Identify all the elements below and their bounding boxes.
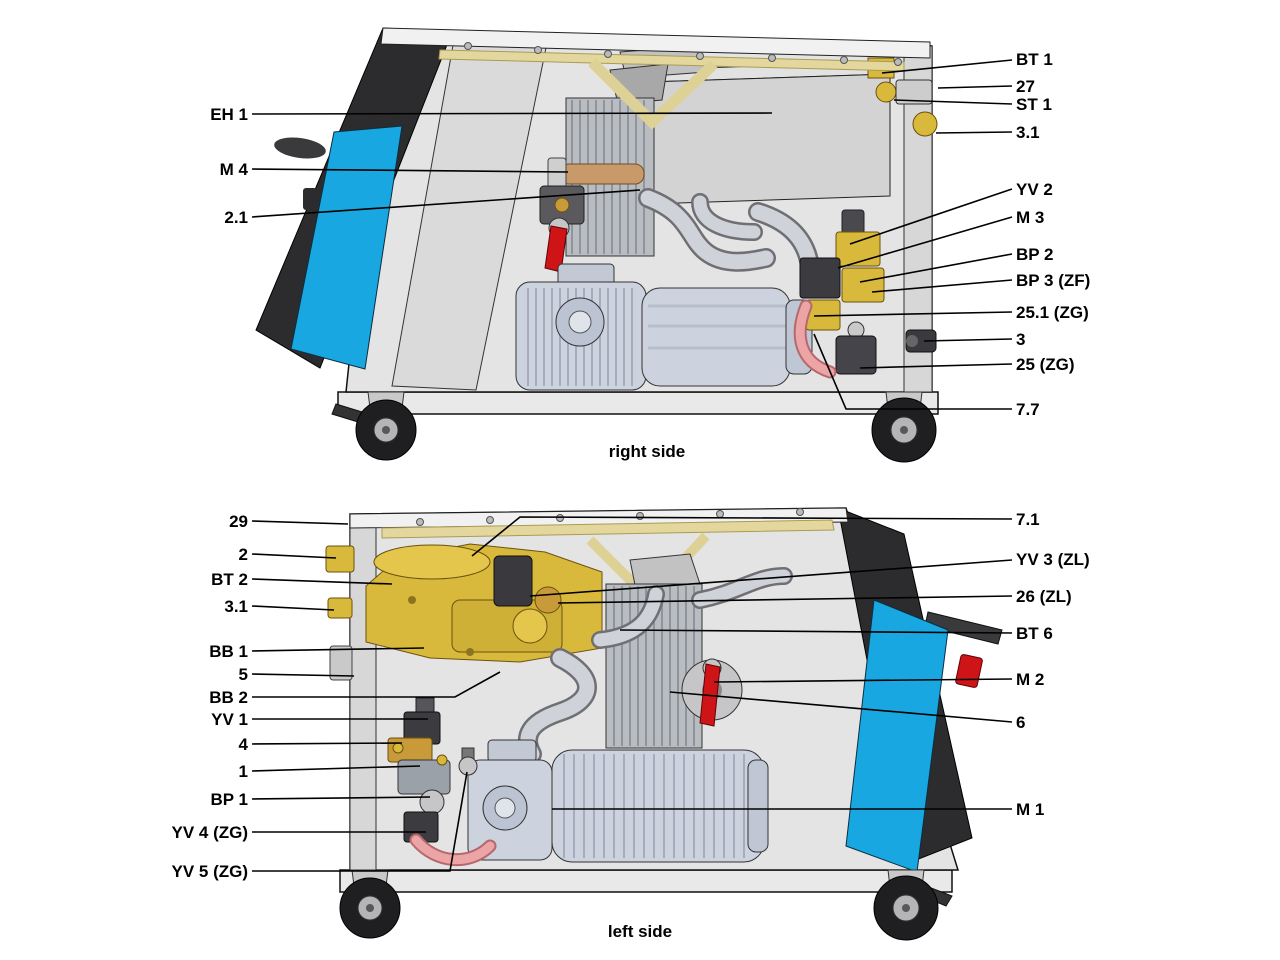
leader-bb2 [252, 671, 501, 698]
callout-bt2: BT 2 [211, 570, 248, 589]
leader-bp3 [871, 279, 1013, 293]
leader-m4 [251, 168, 569, 173]
leader-bp2 [859, 253, 1013, 283]
leader-eh1 [251, 112, 773, 115]
solenoid-yv3 [493, 555, 533, 607]
base-frame [339, 869, 953, 893]
callout-3: 3 [1016, 330, 1026, 349]
leader-yv2 [849, 188, 1013, 245]
caster-wheel-left [339, 869, 401, 939]
right-side-caption: right side [608, 442, 686, 461]
callout-2b: 2 [238, 545, 248, 564]
callout-7-7: 7.7 [1016, 400, 1040, 419]
leader-st1 [893, 99, 1013, 105]
caster-wheel-right [873, 869, 953, 941]
callout-m1: M 1 [1016, 800, 1045, 819]
leader-bt2 [251, 578, 393, 585]
callout-2-1: 2.1 [224, 208, 248, 227]
leader-3b [923, 338, 1013, 342]
leader-3-1-left [251, 605, 335, 611]
leader-25-1 [813, 311, 1013, 317]
callout-bt6: BT 6 [1016, 624, 1053, 643]
leader-5 [251, 673, 355, 677]
callout-m2: M 2 [1016, 670, 1045, 689]
motor-pump-assembly [515, 263, 813, 391]
leader-7-7 [813, 333, 1012, 410]
leader-27 [937, 85, 1013, 89]
leader-26 [557, 595, 1013, 604]
leader-3-1 [935, 131, 1013, 134]
leader-m2 [713, 678, 1013, 683]
callout-29: 29 [229, 512, 248, 531]
leader-4 [251, 742, 403, 745]
callout-yv5-zg: YV 5 (ZG) [171, 862, 248, 881]
leader-29 [251, 520, 349, 525]
caster-wheel-left [331, 391, 417, 461]
leader-bt6 [619, 629, 1013, 634]
tank-box [639, 61, 892, 205]
heat-exchanger [605, 553, 703, 749]
motor-pump-assembly [467, 739, 769, 863]
callout-27: 27 [1016, 77, 1035, 96]
hose [409, 833, 497, 866]
valve-yv5 [458, 756, 478, 776]
right-side-illustration [255, 27, 939, 463]
callout-bp1: BP 1 [210, 790, 249, 809]
callout-yv3-zl: YV 3 (ZL) [1016, 550, 1090, 569]
callout-26-zl: 26 (ZL) [1016, 587, 1072, 606]
callout-m4: M 4 [219, 160, 248, 179]
callout-bp2: BP 2 [1016, 245, 1054, 264]
callout-yv2: YV 2 [1016, 180, 1053, 199]
callout-25-zg: 25 (ZG) [1016, 355, 1075, 374]
base-frame [337, 391, 939, 415]
callout-yv1: YV 1 [211, 710, 248, 729]
hose [793, 299, 837, 379]
leader-2-1 [251, 189, 641, 218]
callout-eh1: EH 1 [210, 105, 248, 124]
leader-bt1 [881, 59, 1013, 74]
callout-3-1: 3.1 [1016, 123, 1040, 142]
callout-bb1: BB 1 [209, 642, 248, 661]
leader-yv3 [529, 559, 1013, 597]
valve-cluster-right [799, 57, 938, 375]
front-panel-blue [290, 125, 403, 370]
callout-yv4-zg: YV 4 (ZG) [171, 823, 248, 842]
callout-25-1-zg: 25.1 (ZG) [1016, 303, 1089, 322]
leader-2 [251, 553, 337, 559]
handle [274, 137, 326, 159]
fitting-26 [534, 586, 562, 614]
pump-assembly-yellow [325, 543, 603, 681]
callout-bt1: BT 1 [1016, 50, 1053, 69]
leader-7-1 [471, 516, 1013, 557]
valve-cluster-left [387, 697, 478, 843]
callout-6: 6 [1016, 713, 1026, 732]
leader-yv5 [252, 771, 468, 872]
power-switch [955, 654, 983, 688]
left-side-caption: left side [607, 922, 673, 941]
callout-bp3-zf: BP 3 (ZF) [1016, 271, 1091, 290]
leader-25 [859, 363, 1013, 369]
callout-st1: ST 1 [1016, 95, 1052, 114]
leader-bb1 [251, 647, 425, 652]
leader-bp1 [251, 796, 431, 800]
leader-lines-right-view [251, 59, 1013, 410]
top-rail [380, 27, 931, 130]
leader-m3 [837, 216, 1013, 269]
heater-element [547, 157, 645, 191]
callout-m3: M 3 [1016, 208, 1045, 227]
leader-1 [251, 765, 421, 772]
leader-6 [669, 691, 1013, 723]
leader-lines-left-view [251, 516, 1013, 872]
callout-5: 5 [238, 665, 248, 684]
callout-4: 4 [238, 735, 248, 754]
callout-3-1-left: 3.1 [224, 597, 248, 616]
part-27 [895, 79, 933, 105]
callout-7-1: 7.1 [1016, 510, 1040, 529]
piping [518, 567, 793, 764]
callout-1: 1 [238, 762, 248, 781]
left-side-illustration [325, 507, 1003, 941]
callout-bb2: BB 2 [209, 688, 248, 707]
